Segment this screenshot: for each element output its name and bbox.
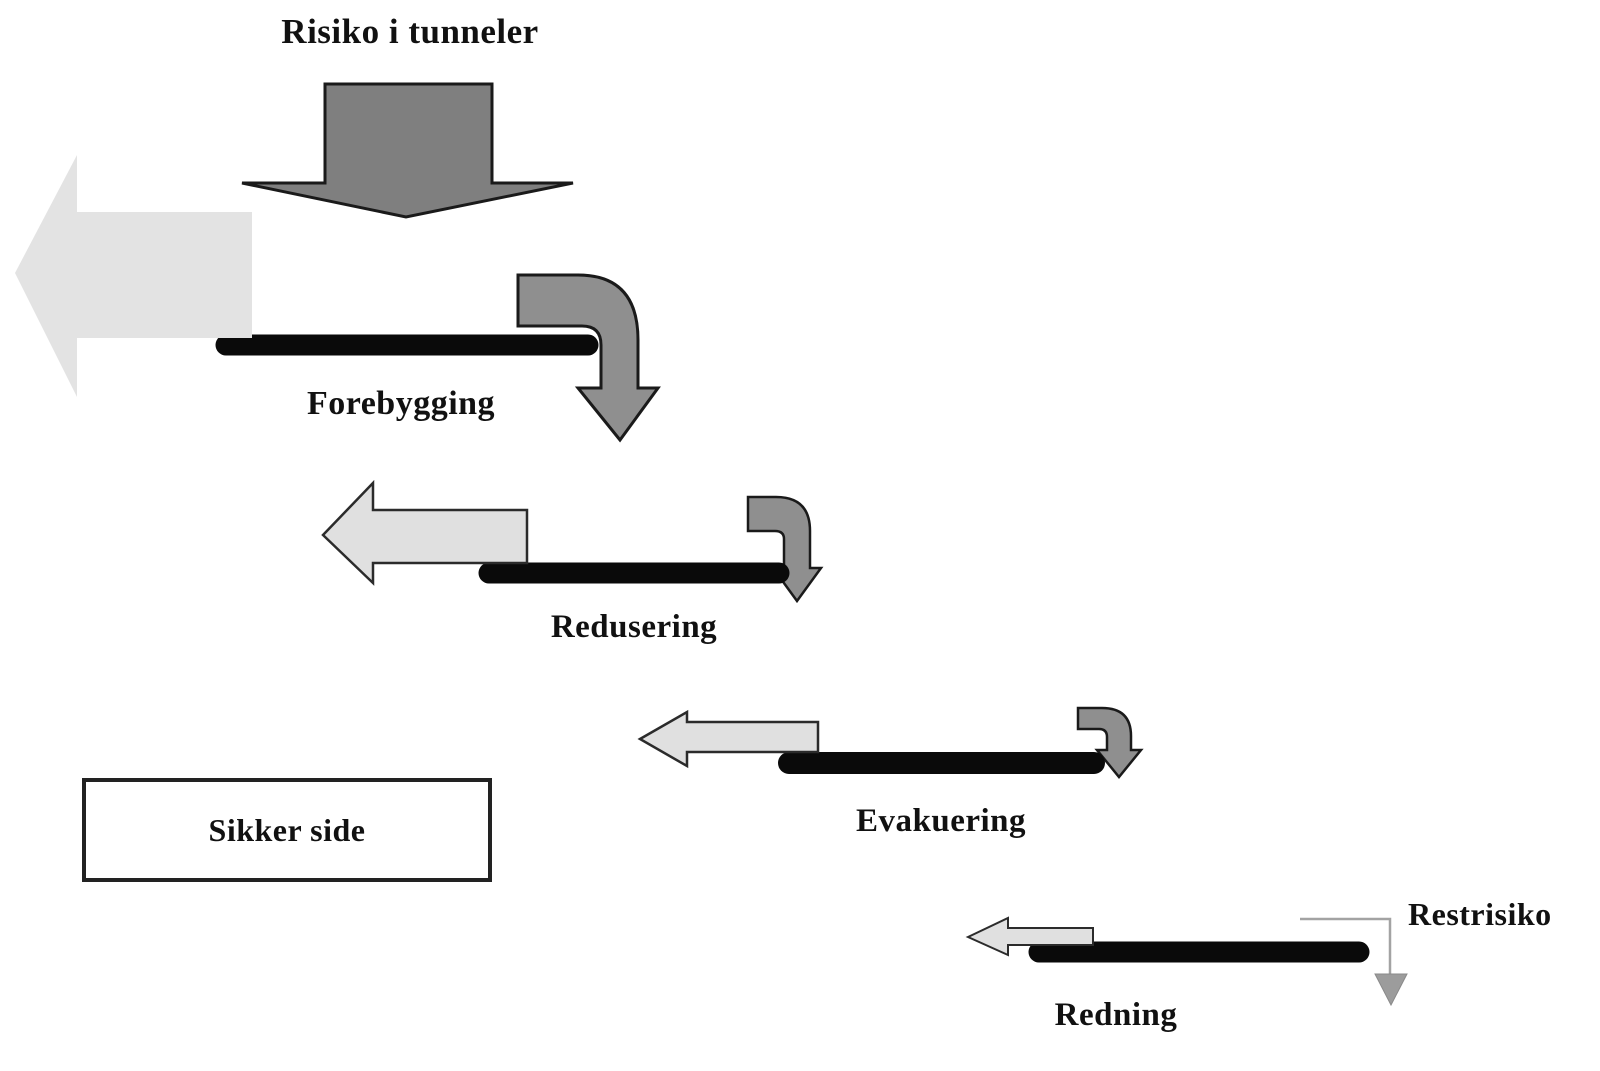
barrier-label-redning: Redning <box>1054 997 1178 1033</box>
escape-left-arrow-icon-3 <box>637 709 820 769</box>
residual-risk-arrowhead-icon <box>1374 973 1408 1007</box>
residual-risk-elbow-arrow-icon <box>1300 917 1392 975</box>
diagram-title: Risiko i tunneler <box>281 12 539 51</box>
escape-left-arrow-icon-1 <box>15 155 252 397</box>
safe-side-box: Sikker side <box>82 778 492 882</box>
residual-risk-label: Restrisiko <box>1408 896 1552 932</box>
escalation-bent-arrow-icon-1 <box>516 273 661 443</box>
safe-side-label: Sikker side <box>208 812 366 848</box>
escape-left-arrow-icon-4 <box>965 916 1094 957</box>
escalation-bent-arrow-icon-2 <box>746 495 824 604</box>
barrier-label-evakuering: Evakuering <box>855 803 1027 839</box>
risk-down-arrow-icon <box>241 82 574 219</box>
barrier-label-redusering: Redusering <box>550 609 718 645</box>
escalation-bent-arrow-icon-3 <box>1076 706 1144 779</box>
escape-left-arrow-icon-2 <box>321 479 529 586</box>
barrier-label-forebygging: Forebygging <box>306 385 496 422</box>
